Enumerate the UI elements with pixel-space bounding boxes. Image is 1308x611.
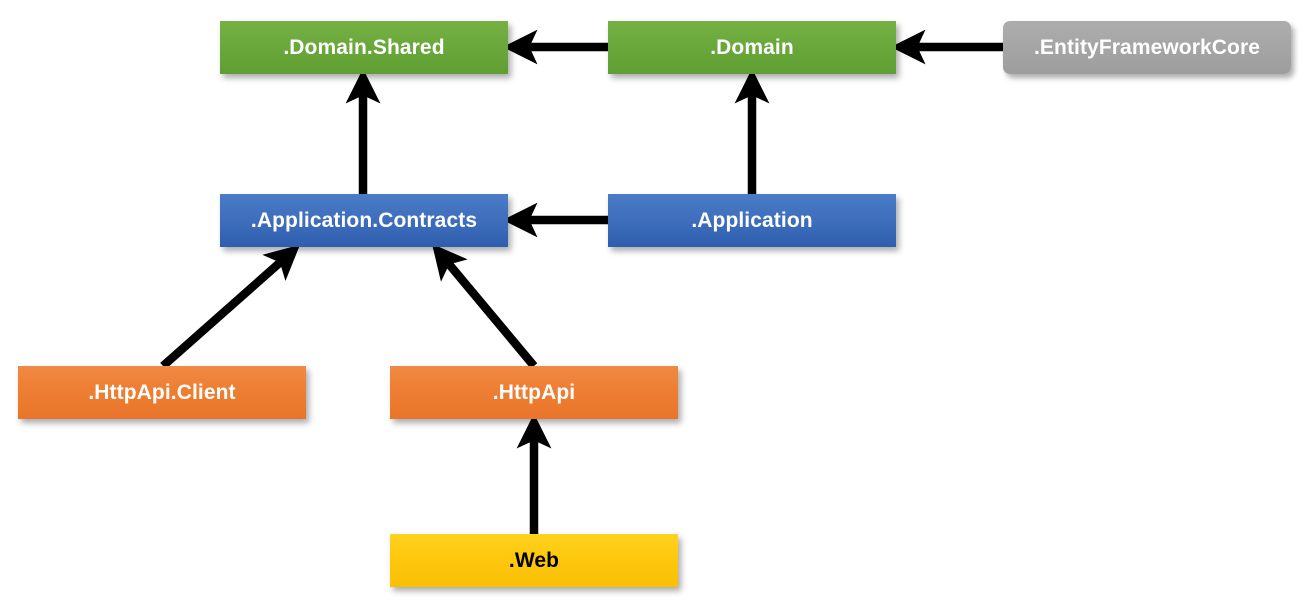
node-httpapi-client[interactable]: .HttpApi.Client	[18, 366, 306, 419]
node-httpapi-label: .HttpApi	[492, 380, 576, 404]
node-web-label: .Web	[508, 548, 560, 572]
node-application-contracts-label: .Application.Contracts	[250, 208, 478, 232]
arrow-httpapi-client-to-application-contracts	[160, 244, 301, 370]
node-web[interactable]: .Web	[390, 534, 678, 587]
node-domain[interactable]: .Domain	[608, 21, 896, 74]
node-httpapi-client-label: .HttpApi.Client	[88, 380, 236, 404]
node-application-label: .Application	[691, 208, 813, 232]
node-httpapi[interactable]: .HttpApi	[390, 366, 678, 419]
node-domain-label: .Domain	[710, 35, 794, 59]
node-domain-shared[interactable]: .Domain.Shared	[220, 21, 508, 74]
node-entity-framework-core-label: .EntityFrameworkCore	[1033, 35, 1261, 59]
node-domain-shared-label: .Domain.Shared	[283, 35, 445, 59]
arrow-httpapi-to-application-contracts	[432, 243, 538, 369]
node-application-contracts[interactable]: .Application.Contracts	[220, 194, 508, 247]
node-entity-framework-core[interactable]: .EntityFrameworkCore	[1003, 21, 1291, 74]
node-application[interactable]: .Application	[608, 194, 896, 247]
